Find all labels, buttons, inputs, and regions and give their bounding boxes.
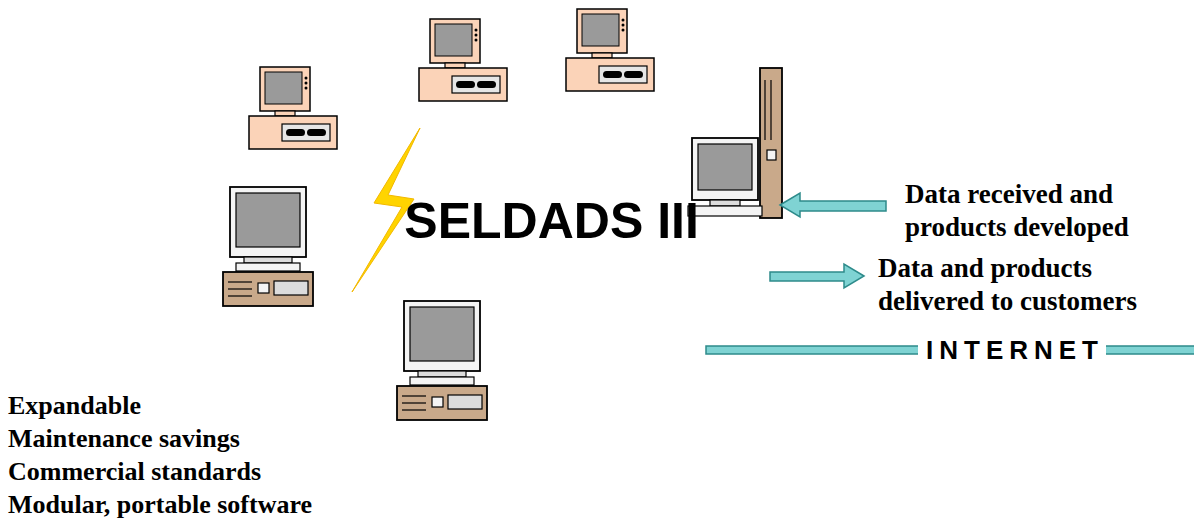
- outbound-arrow: [770, 264, 864, 288]
- feature-item: Expandable: [8, 390, 141, 422]
- desktop-computer: [249, 67, 337, 149]
- data-flow-note: Data received and products developed: [905, 178, 1167, 244]
- desktop-computer: [223, 187, 313, 306]
- tower-workstation: [688, 68, 782, 218]
- inbound-arrow: [780, 193, 886, 217]
- network-ring: SELDADS III: [285, 25, 796, 417]
- desktop-computer: [566, 9, 654, 91]
- desktop-computer: [419, 19, 507, 101]
- network-name: INTERNET: [918, 335, 1106, 365]
- desktop-computer: [397, 301, 487, 420]
- feature-item: Maintenance savings: [8, 423, 240, 455]
- system-name: SELDADS III: [404, 194, 698, 249]
- feature-item: Modular, portable software: [8, 489, 312, 521]
- data-flow-note: Data and products delivered to customers: [878, 252, 1170, 318]
- feature-item: Commercial standards: [8, 456, 261, 488]
- network-ring-line: [288, 28, 793, 414]
